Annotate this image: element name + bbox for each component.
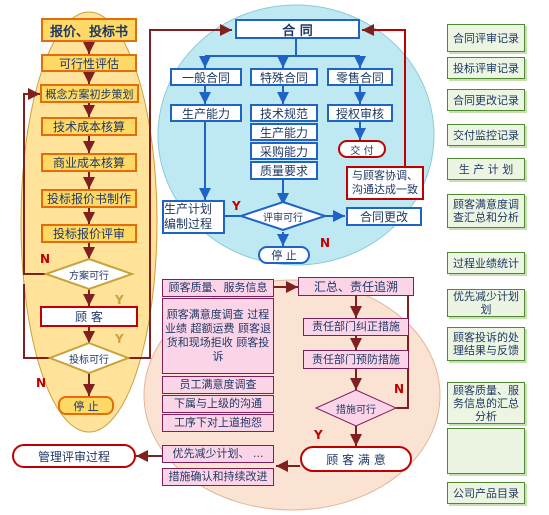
label-n-contract: N [320, 236, 331, 250]
mgmt-review-terminal: 管理评审过程 [12, 444, 136, 468]
general-contract-box: 一般合同 [170, 68, 242, 86]
label-y-2: Y [115, 332, 124, 346]
stop-terminal-contract: 停 止 [258, 246, 310, 264]
prevent-measures-box: 责任部门预防措施 [303, 350, 409, 369]
correct-measures-box: 责任部门纠正措施 [303, 318, 409, 336]
summary-box: 汇总、责任追溯 [298, 277, 414, 296]
production-plan-box: 生产计划编制过程 [162, 200, 225, 234]
bid-making-box: 投标报价书制作 [41, 189, 137, 208]
label-n-2: N [36, 376, 47, 390]
record-delivery-monitor: 交付监控记录 [447, 124, 525, 146]
purchase-box: 采购能力 [250, 142, 318, 160]
contract-title-box: 合 同 [235, 19, 360, 39]
record-quality-info-analysis: 顾客质量、服务信息的汇总分析 [447, 382, 525, 424]
deliver-terminal: 交 付 [338, 140, 386, 158]
record-blank [447, 428, 525, 474]
employee-survey-box: 员工满意度调查 [162, 376, 274, 394]
measures-box: 措施确认和持续改进 [162, 468, 274, 486]
decision-review-feasible: 评审可行 [263, 212, 303, 224]
retail-contract-box: 零售合同 [327, 68, 393, 86]
record-process-stats: 过程业绩统计 [447, 252, 525, 274]
contract-change-box: 合同更改 [346, 207, 422, 226]
label-y-1: Y [115, 293, 124, 307]
label-n-1: N [40, 252, 51, 266]
record-production-plan: 生 产 计 划 [447, 158, 525, 180]
business-cost-box: 商业成本核算 [41, 153, 137, 172]
record-contract-change: 合同更改记录 [447, 89, 525, 111]
decision-measures-feasible: 措施可行 [336, 404, 376, 416]
bid-review-box: 投标报价评审 [41, 224, 137, 243]
capacity2-box: 生产能力 [250, 123, 318, 141]
record-bid-review: 投标评审记录 [447, 57, 525, 79]
tech-spec-box: 技术规范 [250, 104, 318, 122]
record-product-catalog: 公司产品目录 [447, 482, 525, 504]
label-y-feedback: Y [314, 428, 323, 442]
record-satisfaction-analysis: 顾客满意度调查汇总和分析 [447, 194, 525, 228]
customer-box: 顾 客 [40, 306, 138, 327]
record-contract-review: 合同评审记录 [447, 24, 525, 52]
decision-scheme-feasible: 方案可行 [69, 270, 109, 282]
feasibility-box: 可行性评估 [41, 54, 137, 72]
priority-plan-box: 优先减少计划、 ... [162, 445, 274, 463]
label-n-feedback: N [394, 382, 405, 396]
customer-satisfied-terminal: 顾 客 满 意 [300, 446, 412, 472]
auth-review-box: 授权审核 [327, 104, 393, 122]
quality-box: 质量要求 [250, 161, 318, 180]
bid-document-box: 报价、投标书 [41, 18, 137, 42]
customer-survey-box: 顾客满意度调查 过程业绩 超额运费 顾客退货和现场拒收 顾客投诉 [162, 298, 274, 374]
capacity-box: 生产能力 [170, 104, 242, 122]
complaints-box: 工序下对上道抱怨 [162, 414, 274, 432]
negotiate-box: 与顾客协调、沟通达成一致 [346, 166, 424, 200]
label-y-contract: Y [232, 199, 241, 213]
communication-box: 下属与上级的沟通 [162, 395, 274, 413]
record-priority-plan: 优先减少计划划 [447, 289, 525, 317]
customer-info-box: 顾客质量、服务信息 [162, 279, 274, 297]
tech-cost-box: 技术成本核算 [41, 117, 137, 136]
special-contract-box: 特殊合同 [250, 68, 318, 86]
record-complaint-results: 顾客投诉的处理结果与反馈 [447, 327, 525, 361]
stop-terminal-left: 停 止 [58, 396, 114, 415]
decision-bid-feasible: 投标可行 [69, 354, 109, 366]
concept-box: 概念方案初步策划 [40, 84, 139, 103]
